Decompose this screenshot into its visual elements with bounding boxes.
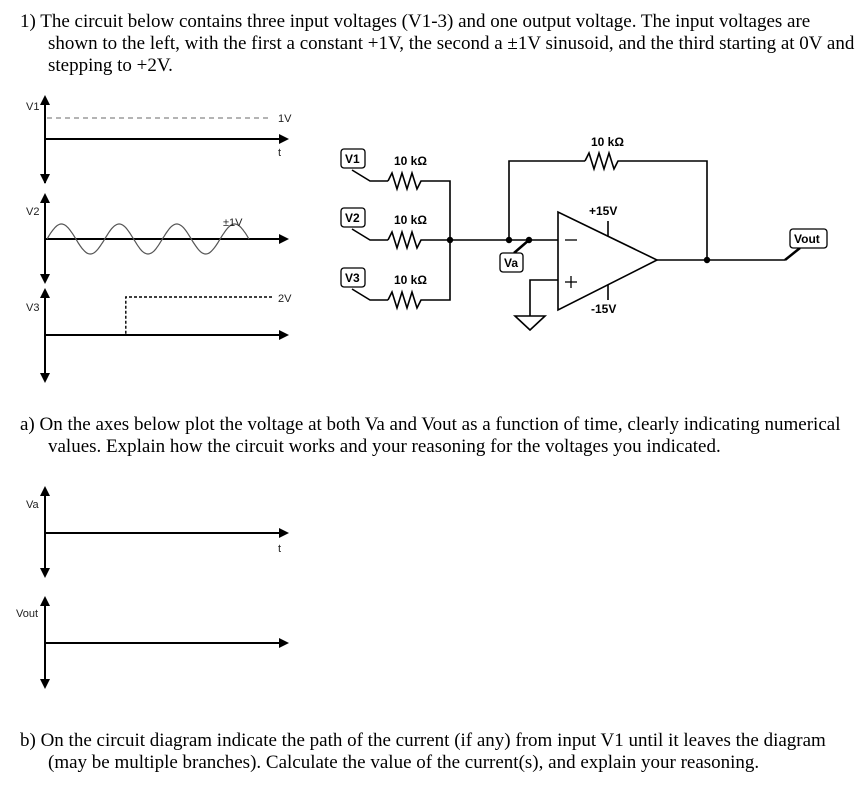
ground-wire xyxy=(529,279,558,316)
vout-probe-lead xyxy=(784,247,801,261)
input-branch-v2 xyxy=(351,228,450,251)
r3-value-label: 10 kΩ xyxy=(394,273,427,287)
probe-v3-label: V3 xyxy=(345,271,360,285)
v3-axis-label: V3 xyxy=(26,302,39,314)
v1-plot: V1 1V t xyxy=(26,95,292,184)
probe-v1-label: V1 xyxy=(345,152,360,166)
rf-value-label: 10 kΩ xyxy=(591,135,624,149)
resistor-r3 xyxy=(387,239,451,311)
probe-v2-label: V2 xyxy=(345,211,360,225)
part-a-text: a) On the axes below plot the voltage at… xyxy=(20,414,841,457)
input-branch-v3 xyxy=(351,239,451,311)
resistor-r1 xyxy=(387,170,451,239)
neg-supply-label: -15V xyxy=(591,302,616,316)
r1-value-label: 10 kΩ xyxy=(394,154,427,168)
va-answer-plot[interactable]: Va t xyxy=(26,486,289,578)
probe-va[interactable]: Va xyxy=(499,252,524,273)
input-branch-v1 xyxy=(351,169,451,239)
feedback-wire xyxy=(508,160,585,240)
junction-dot-inputs xyxy=(446,236,454,244)
probe-vout-label: Vout xyxy=(794,232,820,246)
resistor-r2 xyxy=(387,229,450,251)
v1-time-label: t xyxy=(278,147,281,159)
junction-dot-output xyxy=(703,256,711,264)
pos-supply-label: +15V xyxy=(589,204,617,218)
v2-amplitude-label: ±1V xyxy=(223,217,243,229)
question-1-text: 1) The circuit below contains three inpu… xyxy=(20,11,855,76)
v1-level-label: 1V xyxy=(278,113,292,125)
v2-axis-label: V2 xyxy=(26,206,39,218)
probe-v2[interactable]: V2 xyxy=(340,207,366,228)
v2-plot: V2 ±1V xyxy=(26,193,289,284)
probe-v3[interactable]: V3 xyxy=(340,267,366,288)
summing-amplifier-circuit xyxy=(351,150,801,332)
vout-answer-plot[interactable]: Vout xyxy=(16,596,289,689)
va-axis-label: Va xyxy=(26,499,40,511)
part-b-text: b) On the circuit diagram indicate the p… xyxy=(20,730,826,773)
probe-vout[interactable]: Vout xyxy=(789,228,828,249)
va-time-label: t xyxy=(278,543,281,555)
r2-value-label: 10 kΩ xyxy=(394,213,427,227)
probe-v1[interactable]: V1 xyxy=(340,148,366,169)
vout-axis-label: Vout xyxy=(16,608,38,620)
ground-icon xyxy=(512,315,548,332)
v1-axis-label: V1 xyxy=(26,101,39,113)
v3-step-line xyxy=(47,296,272,336)
probe-va-label: Va xyxy=(504,256,518,270)
v3-plot: V3 2V xyxy=(26,288,292,383)
v3-level-label: 2V xyxy=(278,293,292,305)
resistor-feedback xyxy=(584,150,708,260)
va-probe-lead xyxy=(513,239,530,254)
v2-sine-wave xyxy=(46,223,250,255)
